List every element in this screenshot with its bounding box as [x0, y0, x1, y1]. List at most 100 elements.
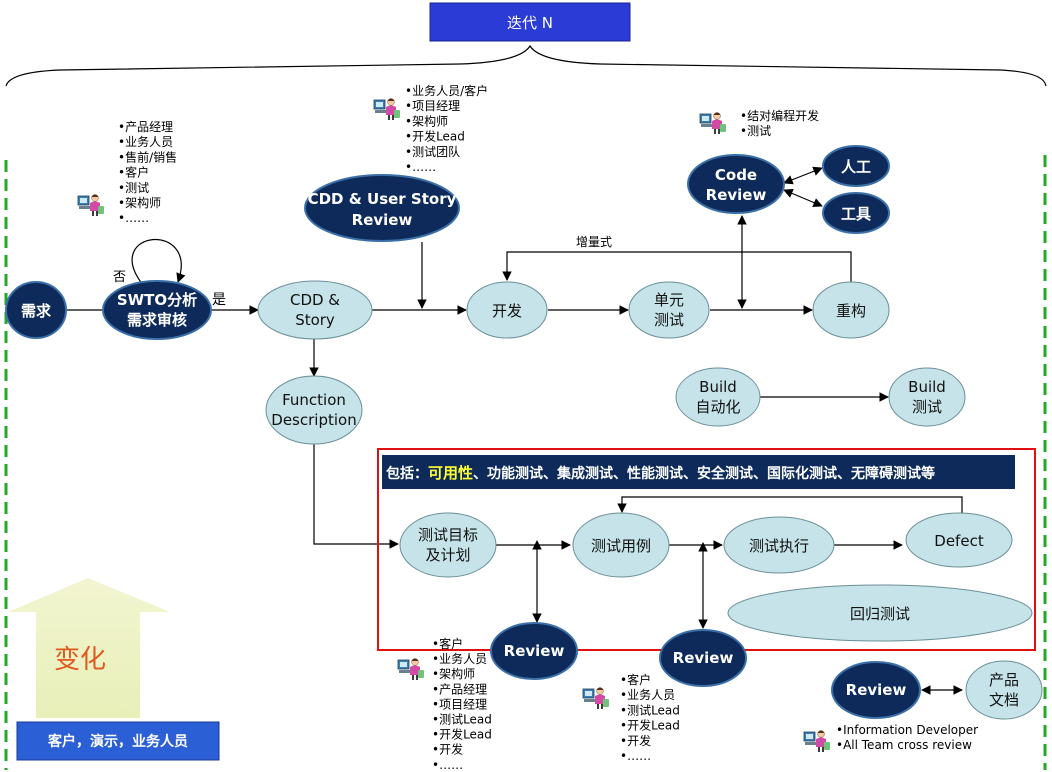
- svg-text:文档: 文档: [989, 691, 1019, 709]
- svg-text:测试执行: 测试执行: [749, 537, 809, 555]
- role-list-item: •客户: [118, 165, 149, 180]
- role-list-item: •开发Lead: [620, 718, 680, 733]
- node-build-auto: Build 自动化: [675, 367, 761, 427]
- svg-text:Review: Review: [673, 649, 734, 667]
- node-review-2: Review: [659, 629, 747, 687]
- node-product-doc: 产品 文档: [965, 660, 1043, 720]
- svg-text:CDD &: CDD &: [290, 291, 340, 309]
- role-list-item: •测试: [118, 180, 149, 195]
- role-list-item: •客户: [620, 672, 651, 687]
- node-defect: Defect: [905, 512, 1013, 568]
- loop-no-label: 否: [113, 270, 126, 285]
- svg-text:Review: Review: [846, 681, 907, 699]
- node-refactor: 重构: [812, 281, 890, 339]
- svg-text:测试: 测试: [654, 311, 684, 329]
- role-list-item: •产品经理: [432, 682, 487, 696]
- svg-text:开发: 开发: [492, 302, 522, 320]
- node-code-review: Code Review: [687, 154, 785, 214]
- node-regression: 回归测试: [727, 584, 1033, 642]
- node-requirement: 需求: [5, 281, 67, 339]
- role-list-item: •开发: [432, 742, 463, 757]
- edge-incremental: [502, 251, 852, 282]
- edge-code-tool: [783, 188, 823, 208]
- code-review-roles-list: •结对编程开发•测试: [740, 108, 819, 138]
- edge-func-testgoal: [313, 444, 399, 549]
- svg-text:需求: 需求: [21, 302, 52, 320]
- change-arrow-label: 变化: [54, 645, 106, 675]
- node-review-3: Review: [831, 661, 921, 719]
- role-list-item: •……: [432, 758, 463, 772]
- role-list-item: •All Team cross review: [836, 738, 972, 752]
- node-test-case: 测试用例: [572, 512, 670, 578]
- svg-text:测试用例: 测试用例: [591, 537, 651, 555]
- svg-text:自动化: 自动化: [695, 398, 740, 416]
- person-icon: [77, 194, 105, 217]
- role-list-item: •架构师: [118, 195, 161, 210]
- person-icon: [397, 658, 425, 681]
- review2-roles-list: •客户•业务人员•测试Lead•开发Lead•开发•……: [620, 672, 680, 763]
- iteration-title: 迭代 N: [507, 14, 553, 32]
- role-list-item: •测试Lead: [432, 712, 492, 727]
- node-review-1: Review: [490, 622, 578, 680]
- svg-text:产品: 产品: [989, 671, 1019, 689]
- node-cdd-story: CDD & Story: [257, 280, 373, 340]
- bottom-box-label: 客户，演示，业务人员: [47, 733, 188, 750]
- svg-text:测试目标: 测试目标: [418, 526, 478, 544]
- node-unit-test: 单元 测试: [628, 281, 710, 339]
- svg-text:需求审核: 需求审核: [127, 311, 187, 329]
- node-manual: 人工: [822, 145, 890, 187]
- svg-text:Build: Build: [699, 378, 737, 396]
- swto-roles-list: •产品经理•业务人员•售前/销售•客户•测试•架构师•……: [118, 120, 177, 225]
- role-list-item: •开发: [620, 733, 651, 748]
- person-icon: [699, 112, 727, 135]
- node-build-test: Build 测试: [888, 367, 966, 427]
- branch-yes-label: 是: [212, 292, 226, 308]
- role-list-item: •开发Lead: [432, 727, 492, 742]
- test-scope-prefix: 包括：: [386, 465, 428, 482]
- edge-defect-case: [617, 496, 963, 520]
- test-scope-highlight: 可用性: [428, 464, 473, 482]
- test-scope-rest: 、功能测试、集成测试、性能测试、安全测试、国际化测试、无障碍测试等: [473, 465, 935, 482]
- svg-text:回归测试: 回归测试: [850, 605, 910, 623]
- role-list-item: •产品经理: [118, 120, 173, 134]
- role-list-item: •业务人员: [620, 687, 675, 702]
- svg-text:测试: 测试: [912, 398, 942, 416]
- role-list-item: •测试: [740, 123, 771, 138]
- role-list-item: •项目经理: [432, 697, 487, 711]
- role-list-item: •Information Developer: [836, 723, 978, 737]
- loop-swto: [131, 239, 186, 286]
- svg-text:及计划: 及计划: [425, 546, 470, 564]
- role-list-item: •测试Lead: [620, 702, 680, 717]
- role-list-item: •业务人员/客户: [405, 83, 488, 98]
- role-list-item: •业务人员: [118, 134, 173, 149]
- svg-text:Function: Function: [282, 391, 346, 409]
- change-arrow-icon: [8, 578, 170, 718]
- role-list-item: •结对编程开发: [740, 108, 819, 123]
- role-list-item: •业务人员: [432, 651, 487, 666]
- node-cdd-review: CDD & User Story Review: [304, 174, 460, 242]
- role-list-item: •架构师: [405, 113, 448, 128]
- svg-text:Description: Description: [271, 411, 356, 429]
- role-list-item: •开发Lead: [405, 129, 465, 144]
- node-swto: SWTO分析 需求审核: [102, 280, 212, 340]
- role-list-item: •……: [620, 749, 651, 763]
- svg-text:SWTO分析: SWTO分析: [117, 291, 197, 309]
- role-list-item: •……: [405, 160, 436, 174]
- svg-text:单元: 单元: [654, 291, 684, 309]
- incremental-label: 增量式: [576, 235, 612, 249]
- node-tool: 工具: [822, 192, 890, 234]
- test-scope-text: 包括：可用性、功能测试、集成测试、性能测试、安全测试、国际化测试、无障碍测试等: [386, 464, 935, 482]
- node-test-exec: 测试执行: [723, 516, 835, 574]
- role-list-item: •客户: [432, 636, 463, 651]
- node-test-goal: 测试目标 及计划: [399, 512, 497, 578]
- test-scope-banner: [382, 455, 1015, 489]
- cdd-review-roles-list: •业务人员/客户•项目经理•架构师•开发Lead•测试团队•……: [405, 83, 488, 174]
- node-function-description: Function Description: [265, 375, 363, 445]
- role-list-item: •架构师: [432, 666, 475, 681]
- svg-text:人工: 人工: [841, 158, 871, 176]
- review3-roles-list: •Information Developer•All Team cross re…: [836, 723, 978, 752]
- edge-code-manual: [783, 166, 823, 185]
- bottom-box: [16, 721, 220, 761]
- svg-text:Review: Review: [706, 186, 767, 204]
